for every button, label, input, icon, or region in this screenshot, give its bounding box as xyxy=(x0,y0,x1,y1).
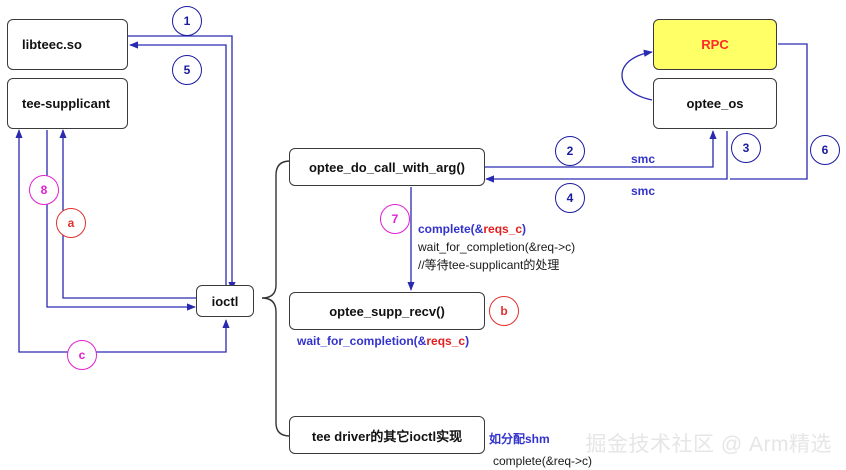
alloc-shm-label: 如分配shm xyxy=(489,432,550,446)
step-a-marker: a xyxy=(56,208,86,238)
other-ioctl-box: tee driver的其它ioctl实现 xyxy=(289,416,485,454)
optee-os-label: optee_os xyxy=(686,96,744,111)
complete-var: reqs_c xyxy=(483,222,523,236)
step-4-marker: 4 xyxy=(555,183,585,213)
arrow-step-2 xyxy=(484,130,717,168)
arrow-step-6 xyxy=(730,43,808,180)
wait-req-label: wait_for_completion(&req->c) xyxy=(418,240,576,254)
wait-reqs-label: wait_for_completion(&reqs_c) xyxy=(297,334,469,348)
rpc-label: RPC xyxy=(701,37,729,52)
complete-prefix: complete(& xyxy=(418,222,484,236)
complete-reqs-label: complete(&reqs_c) xyxy=(418,222,526,236)
smc-label-top: smc xyxy=(631,152,656,166)
optee-do-call-with-arg-box: optee_do_call_with_arg() xyxy=(289,148,485,186)
rpc-loop-arrow xyxy=(621,49,653,101)
arrow-step-1 xyxy=(128,35,236,291)
other-ioctl-label: tee driver的其它ioctl实现 xyxy=(311,428,463,444)
step-3-marker: 3 xyxy=(731,133,761,163)
complete-suffix: ) xyxy=(522,222,527,236)
step-5-marker: 5 xyxy=(172,55,202,85)
optee-do-call-with-arg-label: optee_do_call_with_arg() xyxy=(308,159,466,175)
rpc-box: RPC xyxy=(653,19,777,70)
step-c-marker: c xyxy=(67,340,97,370)
optee-os-box: optee_os xyxy=(653,78,777,129)
arrow-step-c xyxy=(15,129,230,353)
watermark: 掘金技术社区 @ Arm精选 xyxy=(585,433,832,456)
tee-supplicant-box: tee-supplicant xyxy=(7,78,128,129)
step-8-marker: 8 xyxy=(29,175,59,205)
brace xyxy=(261,160,291,437)
optee-supp-recv-box: optee_supp_recv() xyxy=(289,292,485,330)
step-1-marker: 1 xyxy=(172,6,202,36)
wait-reqs-prefix: wait_for_completion(& xyxy=(297,334,427,348)
step-6-marker: 6 xyxy=(810,135,840,165)
wait-reqs-var: reqs_c xyxy=(426,334,466,348)
smc-label-bottom: smc xyxy=(631,184,656,198)
complete-req-label: complete(&req->c) xyxy=(493,454,593,468)
wait-comment-label: //等待tee-supplicant的处理 xyxy=(418,258,560,272)
optee-supp-recv-label: optee_supp_recv() xyxy=(329,303,445,319)
step-b-marker: b xyxy=(489,296,519,326)
tee-supplicant-label: tee-supplicant xyxy=(22,96,111,111)
ioctl-box: ioctl xyxy=(196,285,254,317)
libteec-box: libteec.so xyxy=(7,19,128,70)
step-2-marker: 2 xyxy=(555,136,585,166)
arrow-step-4 xyxy=(485,131,728,183)
libteec-label: libteec.so xyxy=(22,37,82,52)
wait-reqs-suffix: ) xyxy=(465,334,470,348)
step-7-marker: 7 xyxy=(380,204,410,234)
ioctl-label: ioctl xyxy=(211,293,239,309)
